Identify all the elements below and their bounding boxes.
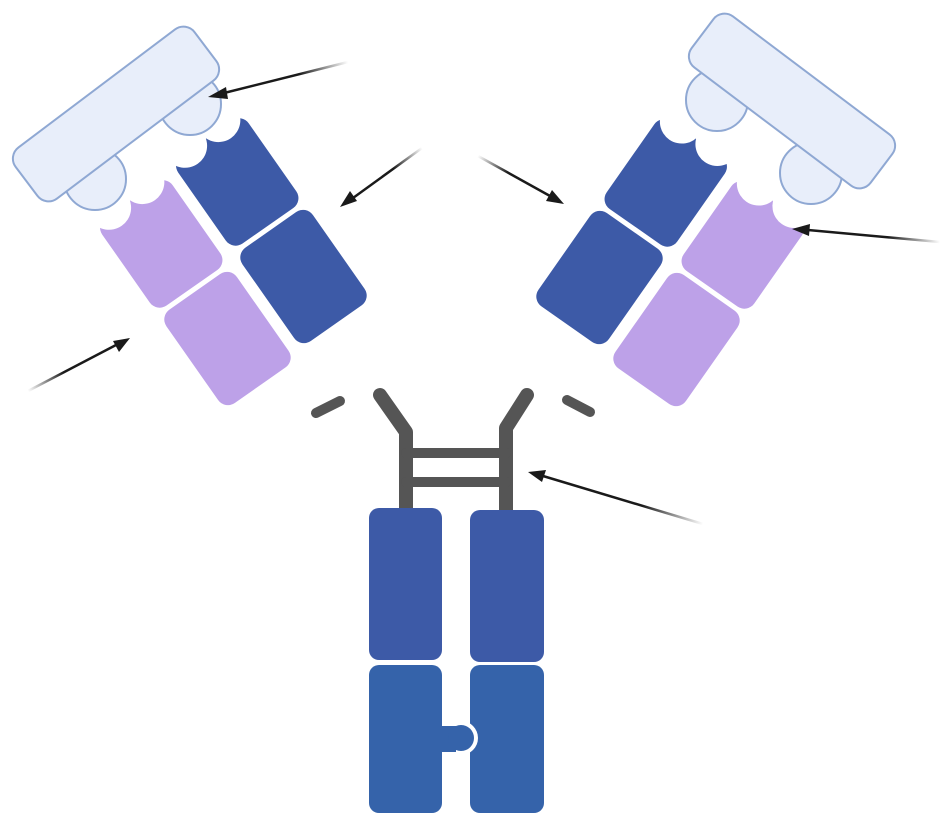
knob-into-hole: [448, 725, 474, 751]
arrow-variable-right: [478, 156, 564, 204]
fab-arm-right: [531, 8, 901, 411]
arrow-hinge: [528, 470, 703, 524]
ch2-domain-right: [470, 510, 544, 662]
ch2-domain-left: [369, 508, 442, 660]
ch3-domain-right: [470, 665, 544, 813]
hinge-region: [316, 395, 590, 510]
arrow-light-chain-left: [28, 338, 130, 391]
arrow-light-chain-right: [792, 224, 940, 242]
fab-arm-left: [7, 21, 371, 410]
fc-region: [369, 508, 544, 813]
ch3-domain-left: [369, 665, 442, 813]
arrow-variable-left: [340, 148, 422, 207]
arrow-antigen-binding: [208, 62, 348, 99]
